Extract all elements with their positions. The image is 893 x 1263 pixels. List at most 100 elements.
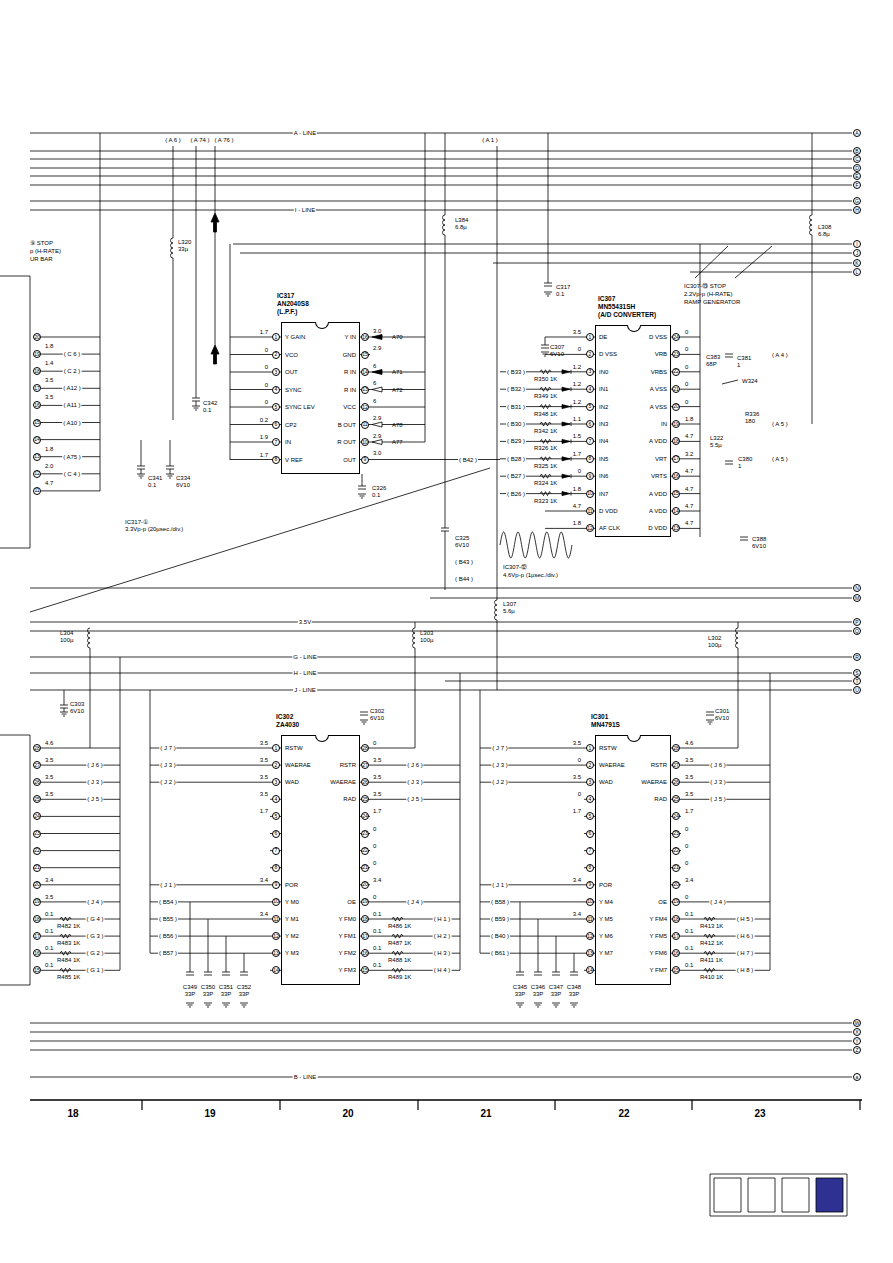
value-label: R410 1K xyxy=(700,974,723,980)
ground-symbol xyxy=(60,712,68,716)
ruler-tick xyxy=(417,1100,418,1110)
circled-label: 21 xyxy=(33,864,41,872)
net-reference: ( J 4 ) xyxy=(406,899,423,905)
value-label: 0.1 xyxy=(556,291,564,297)
circled-label: 17 xyxy=(672,455,680,463)
ruler-tick xyxy=(554,1100,555,1110)
wire xyxy=(141,469,142,474)
circled-label: 28 xyxy=(672,744,680,752)
pin-name: IN6 xyxy=(599,473,608,479)
circled-label: 20 xyxy=(33,881,41,889)
pin-name: OUT xyxy=(343,457,356,463)
diode-symbol xyxy=(562,370,570,374)
value-label: C347 xyxy=(549,984,563,990)
wire xyxy=(41,782,120,783)
value-label: R411 1K xyxy=(700,957,723,963)
circled-label: 23 xyxy=(672,830,680,838)
circled-label: 7 xyxy=(272,847,280,855)
net-reference: ( B42 ) xyxy=(458,457,478,463)
value-label: R324 1K xyxy=(534,480,557,486)
pin-name: WAERAE xyxy=(641,779,667,785)
circled-label: 1 xyxy=(586,744,594,752)
circled-label: K xyxy=(853,259,861,267)
net-reference: ( J 4 ) xyxy=(86,899,103,905)
pin-name: A VSS xyxy=(650,404,667,410)
net-reference: A - LINE xyxy=(293,130,317,136)
net-reference: ( H 2 ) xyxy=(433,933,452,939)
value-label: 33P xyxy=(515,991,526,997)
value-label: ( A 74 ) xyxy=(190,137,209,143)
net-reference: ( J 6 ) xyxy=(709,762,726,768)
wire xyxy=(30,631,852,632)
wire xyxy=(41,337,100,338)
circled-label: A xyxy=(853,129,861,137)
circled-label: 20 xyxy=(33,333,41,341)
circled-label: 6 xyxy=(586,830,594,838)
net-reference: ( J 4 ) xyxy=(709,899,726,905)
pin-name: GND xyxy=(343,352,356,358)
circled-label: 28 xyxy=(33,744,41,752)
ic-heading: AN2040S8 xyxy=(277,301,309,308)
resistor-symbol xyxy=(540,474,551,478)
pin-name: IN xyxy=(661,421,667,427)
net-reference: ( J 1 ) xyxy=(159,882,176,888)
value-label: A71 xyxy=(392,369,403,375)
circled-label: 12 xyxy=(272,932,280,940)
value-label: 0.1 xyxy=(148,482,156,488)
value-label: RAMP GENERATOR xyxy=(684,299,740,305)
circled-label: 17 xyxy=(672,932,680,940)
value-label: 1.7 xyxy=(573,808,581,814)
pin-name: RSTW xyxy=(285,745,303,751)
circled-label: 25 xyxy=(672,795,680,803)
wire xyxy=(360,407,425,408)
circled-label: 10 xyxy=(361,438,369,446)
wire xyxy=(30,588,852,589)
net-reference: G - LINE xyxy=(292,654,317,660)
circled-label: I xyxy=(853,240,861,248)
resistor-symbol xyxy=(392,934,403,938)
net-reference: ( J 6 ) xyxy=(86,762,103,768)
net-reference: ( H 5 ) xyxy=(736,916,755,922)
net-reference: ( J 3 ) xyxy=(709,779,726,785)
pin-name: OUT xyxy=(285,369,298,375)
value-label: 1.7 xyxy=(260,808,268,814)
value-label: 0.1 xyxy=(45,928,53,934)
ic-heading: ZA4030 xyxy=(276,722,299,729)
value-label: C381 xyxy=(737,355,751,361)
grid-column-number: 22 xyxy=(618,1109,629,1119)
pin-one-notch xyxy=(627,735,641,742)
ruler-tick xyxy=(859,1100,860,1110)
net-reference: ( J 5 ) xyxy=(86,796,103,802)
wire xyxy=(362,474,363,486)
net-reference: ( B55 ) xyxy=(158,916,178,922)
pin-name: WAERAE xyxy=(330,779,356,785)
pin-name: D VDD xyxy=(648,525,667,531)
ground-symbol xyxy=(544,292,552,296)
value-label: IC307-⑬ STOP xyxy=(684,283,726,289)
value-label: 1.8 xyxy=(45,343,53,349)
value-label: 100µ xyxy=(60,637,73,643)
value-label: 3.5 xyxy=(260,791,268,797)
pin-name: V REF xyxy=(285,457,303,463)
net-reference: ( H 3 ) xyxy=(433,950,452,956)
net-reference: ( B59 ) xyxy=(490,916,510,922)
value-label: 0.1 xyxy=(373,928,381,934)
value-label: W324 xyxy=(742,378,758,384)
wire xyxy=(41,833,120,834)
value-label: IC307-⑫ xyxy=(503,564,527,570)
value-label: 0 xyxy=(578,757,581,763)
value-label: 3.5 xyxy=(45,377,53,383)
value-label: C348 xyxy=(567,984,581,990)
value-label: C317 xyxy=(556,284,570,290)
grid-column-number: 21 xyxy=(480,1109,491,1119)
pin-name: CP2 xyxy=(285,422,297,428)
circled-label: 5 xyxy=(272,403,280,411)
capacitor-symbol xyxy=(186,972,194,975)
grid-column-number: 19 xyxy=(204,1109,215,1119)
resistor-symbol xyxy=(540,387,551,391)
value-label: R349 1K xyxy=(534,393,557,399)
page-marker-box xyxy=(748,1178,775,1212)
circled-label: 24 xyxy=(33,812,41,820)
value-label: ( A 6 ) xyxy=(165,137,181,143)
